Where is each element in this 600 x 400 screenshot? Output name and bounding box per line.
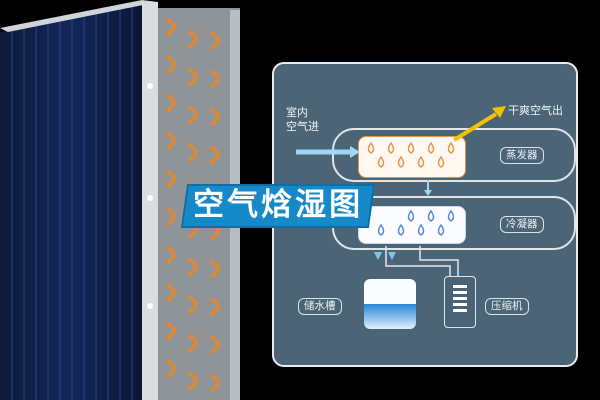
compressor-icon: [444, 276, 476, 328]
inlet-label-line1: 室内: [286, 106, 308, 119]
heat-exchanger-coil-image: [0, 0, 240, 400]
title-text: 空气焓湿图: [193, 187, 364, 223]
condenser-label: 冷凝器: [500, 216, 544, 233]
flow-lines: [296, 106, 506, 276]
evaporator-label: 蒸发器: [500, 147, 544, 164]
compressor-label: 压缩机: [485, 298, 529, 315]
outlet-label: 干爽空气出: [508, 104, 563, 117]
title-banner: 空气焓湿图: [183, 186, 373, 226]
evaporator-pad: [358, 136, 466, 178]
water-tank-label: 储水槽: [298, 298, 342, 315]
water-drops-icon: [367, 141, 455, 168]
water-drops-icon: [377, 209, 455, 236]
evaporator-chamber: [332, 128, 576, 182]
inlet-label-line2: 空气进: [286, 120, 319, 133]
condenser-pad: [358, 206, 466, 244]
water-tank-icon: [364, 279, 416, 329]
